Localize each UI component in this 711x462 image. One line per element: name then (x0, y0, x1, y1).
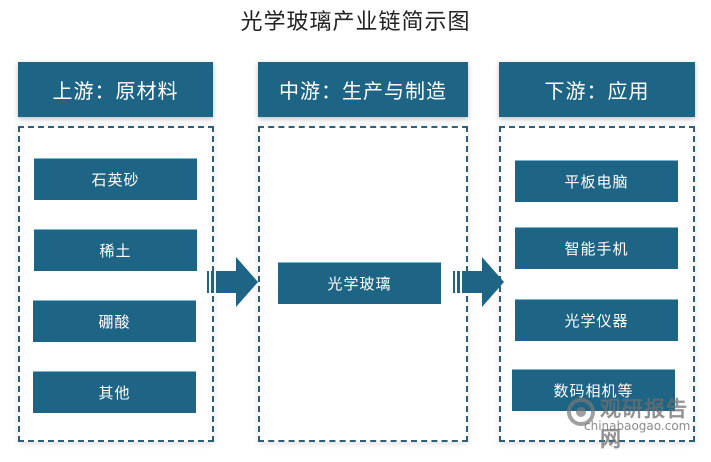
downstream-item-digital-camera-etc: 数码相机等 (512, 369, 675, 411)
downstream-item-tablet: 平板电脑 (515, 160, 678, 202)
downstream-header: 下游：应用 (499, 62, 695, 117)
diagram-title: 光学玻璃产业链简示图 (240, 10, 471, 35)
midstream-item-optical-glass: 光学玻璃 (278, 262, 441, 304)
upstream-item-other: 其他 (33, 371, 196, 413)
right-arrow-icon (453, 257, 504, 307)
upstream-item-quartz-sand: 石英砂 (34, 158, 197, 200)
upstream-item-rare-earth: 稀土 (34, 229, 197, 271)
upstream-header: 上游：原材料 (18, 62, 213, 117)
right-arrow-icon (207, 257, 258, 307)
midstream-header: 中游：生产与制造 (258, 62, 468, 117)
upstream-item-boric-acid: 硼酸 (33, 300, 196, 342)
downstream-item-optical-instrument: 光学仪器 (515, 299, 678, 341)
downstream-item-smartphone: 智能手机 (515, 227, 678, 269)
